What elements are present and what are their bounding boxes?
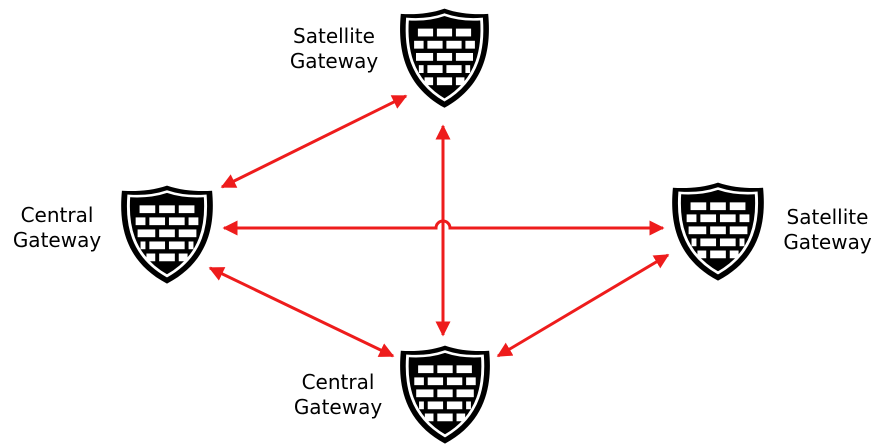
label-line: Satellite [293,24,375,48]
arrow-left-bottom [208,266,395,358]
label-line: Gateway [293,395,383,419]
node-label-central-left: Central Gateway [0,203,114,253]
label-line: Gateway [289,49,379,73]
firewall-shield-icon [398,344,492,445]
label-line: Gateway [783,230,872,254]
label-line: Central [301,370,375,394]
node-label-satellite-right: Satellite Gateway [770,205,885,255]
firewall-shield-icon [398,7,491,110]
label-line: Satellite [786,205,869,229]
node-label-satellite-top: Satellite Gateway [268,24,400,74]
connections [208,94,670,358]
firewall-shield-icon [119,184,215,286]
label-line: Gateway [12,228,102,252]
arrow-right-bottom [496,253,670,358]
label-line: Central [20,203,94,227]
arrow-top-left [220,94,408,189]
arrow-left-right [222,219,665,236]
node-label-central-bottom: Central Gateway [276,370,400,420]
firewall-shield-icon [670,181,766,283]
